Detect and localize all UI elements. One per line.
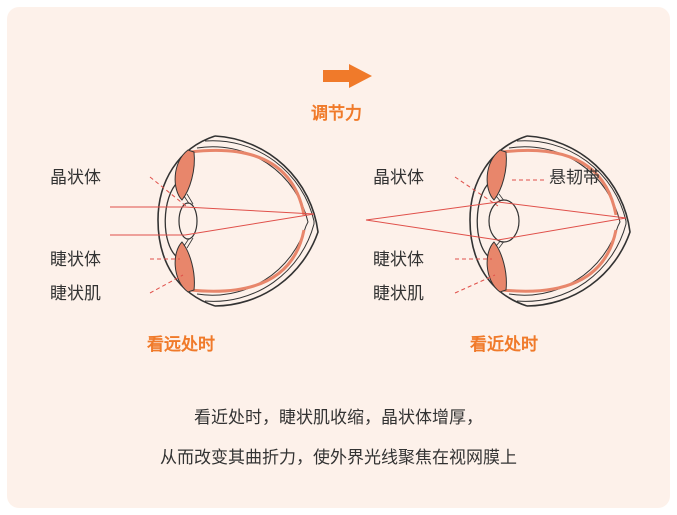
description-line-1: 看近处时，睫状肌收缩，晶状体增厚， xyxy=(194,408,483,428)
description-line-2: 从而改变其曲折力，使外界光线聚焦在视网膜上 xyxy=(160,448,517,468)
ciliary-body-label-right: 睫状体 xyxy=(373,250,424,270)
lens-label-left: 晶状体 xyxy=(50,168,101,188)
lens-label-right: 晶状体 xyxy=(373,168,424,188)
ciliary-muscle-label-left: 睫状肌 xyxy=(50,284,101,304)
left-eye xyxy=(110,135,319,307)
ciliary-muscle-label-right: 睫状肌 xyxy=(373,284,424,304)
right-eye xyxy=(365,135,631,307)
near-view-caption: 看近处时 xyxy=(470,335,538,355)
far-view-caption: 看远处时 xyxy=(147,335,215,355)
adjustment-power-label: 调节力 xyxy=(311,104,362,124)
ciliary-body-label-left: 睫状体 xyxy=(50,250,101,270)
arrow-icon xyxy=(323,64,372,88)
diagram-card xyxy=(7,7,670,508)
suspensory-ligament-label: 悬韧带 xyxy=(549,168,600,188)
